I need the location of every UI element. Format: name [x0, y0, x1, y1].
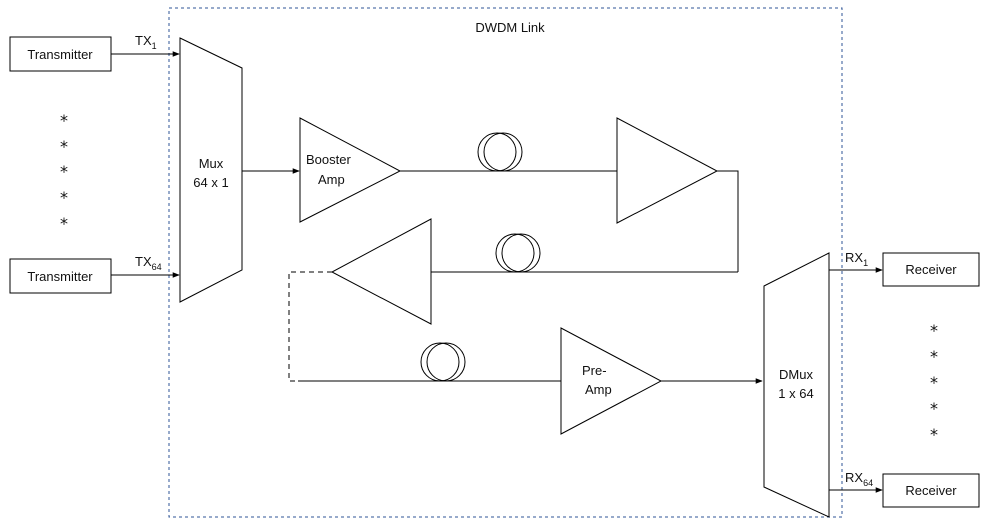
fiber-loop-right [717, 170, 739, 272]
svg-text:*: * [930, 373, 938, 392]
dwdm-link-boundary [168, 7, 843, 518]
pre-amp-label-line2: Amp [585, 382, 612, 397]
tx64-channel-label: TX64 [135, 254, 162, 272]
rx64-channel-label: RX64 [845, 470, 873, 488]
fiber-spool-2-icon [495, 233, 541, 273]
pre-amp-triangle [560, 327, 663, 435]
booster-amp-label-line2: Amp [318, 172, 345, 187]
booster-amp-triangle [299, 117, 402, 223]
inline-amp-2-triangle [330, 218, 432, 325]
inline-amp-1-triangle [616, 117, 719, 224]
receiver-64-box [882, 473, 980, 508]
dmux-block [763, 252, 830, 518]
fiber-loop-left [288, 271, 332, 382]
tx1-channel-label: TX1 [135, 33, 157, 51]
svg-text:*: * [930, 425, 938, 444]
dwdm-link-label: DWDM Link [475, 20, 545, 35]
mux-label-line1: Mux [199, 156, 224, 171]
mux-block [179, 37, 243, 303]
svg-text:*: * [60, 111, 68, 130]
svg-text:*: * [60, 137, 68, 156]
receiver-1-box [882, 252, 980, 287]
svg-text:*: * [60, 162, 68, 181]
svg-text:*: * [930, 399, 938, 418]
receiver-64-label: Receiver [905, 483, 957, 498]
transmitter-1-box [9, 36, 112, 72]
transmitter-64-label: Transmitter [27, 269, 93, 284]
mux-label-line2: 64 x 1 [193, 175, 228, 190]
transmitter-ellipsis: * * * * * [60, 111, 68, 233]
dmux-label-line2: 1 x 64 [778, 386, 813, 401]
booster-amp-label-line1: Booster [306, 152, 351, 167]
svg-text:*: * [60, 214, 68, 233]
svg-text:*: * [60, 188, 68, 207]
svg-text:*: * [930, 347, 938, 366]
pre-amp-label-line1: Pre- [582, 363, 607, 378]
transmitter-64-box [9, 258, 112, 294]
dmux-label-line1: DMux [779, 367, 813, 382]
receiver-1-label: Receiver [905, 262, 957, 277]
fiber-spool-1-icon [477, 132, 523, 172]
svg-text:*: * [930, 321, 938, 340]
receiver-ellipsis: * * * * * [930, 321, 938, 444]
fiber-spool-3-icon [420, 342, 466, 382]
rx1-channel-label: RX1 [845, 250, 868, 268]
transmitter-1-label: Transmitter [27, 47, 93, 62]
